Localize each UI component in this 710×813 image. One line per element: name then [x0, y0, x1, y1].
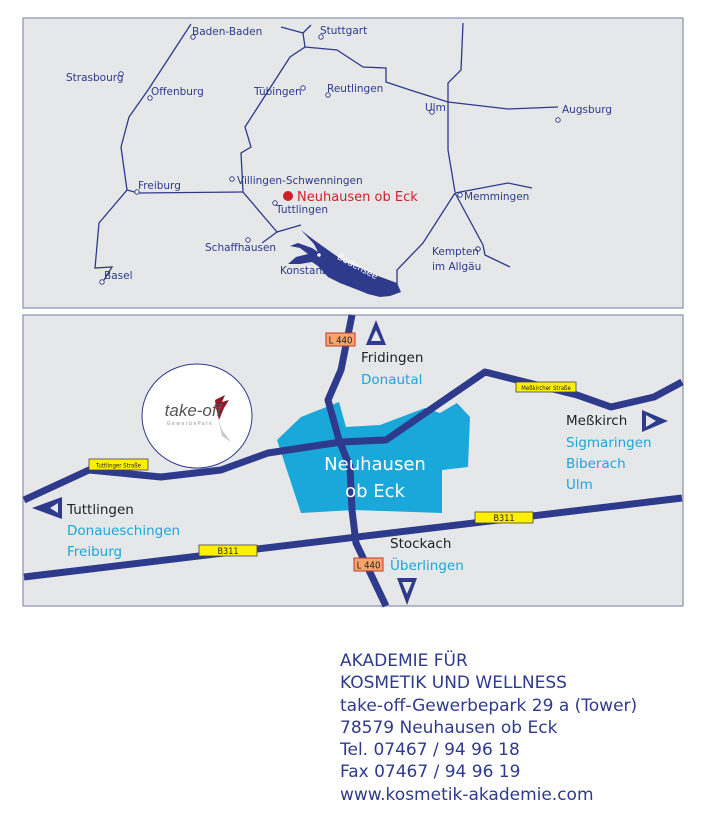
sign-l440-north [325, 332, 356, 347]
neuhausen-label: Neuhausen ob Eck [297, 190, 418, 205]
sign-b311-east-text: B311 [493, 514, 514, 524]
sign-messkircher-text: Meßkircher Straße [521, 385, 571, 392]
city-baden-baden: Baden-Baden [192, 26, 262, 38]
address-line-1: AKADEMIE FÜR [340, 651, 468, 671]
dir-east-secondary: Biberach [566, 456, 626, 472]
dir-west-primary: Tuttlingen [66, 502, 134, 518]
svg-text:GewerbePark: GewerbePark [167, 421, 213, 427]
address-line-2: KOSMETIK UND WELLNESS [340, 673, 567, 694]
city-stuttgart: Stuttgart [320, 25, 367, 37]
sign-l440-south-text: L 440 [357, 561, 381, 572]
sign-b311-west [198, 544, 258, 557]
address-city: 78579 Neuhausen ob Eck [340, 717, 558, 738]
sign-l440-south [353, 557, 384, 572]
sign-b311-east [474, 511, 534, 524]
dir-east-secondary: Ulm [566, 477, 593, 493]
dir-west-secondary: Freiburg [67, 544, 122, 560]
city-konstanz: Konstanz [280, 265, 328, 277]
city-offenburg: Offenburg [151, 86, 204, 98]
city-basel: Basel [104, 270, 133, 282]
dir-south-primary: Stockach [390, 536, 451, 552]
arrow-west-icon [32, 497, 62, 519]
sign-l440-north-text: L 440 [329, 336, 353, 347]
overview-map: Bodensee Baden-Baden Stuttgart Strasbour… [22, 17, 684, 309]
maps: Bodensee Baden-Baden Stuttgart Strasbour… [22, 17, 684, 608]
sign-tuttlinger-text: Tuttlinger Straße [95, 463, 142, 470]
svg-text:take-off: take-off [165, 401, 224, 420]
city-kempten-2: im Allgäu [432, 261, 481, 273]
city-kempten: Kempten [432, 246, 479, 258]
address-block: AKADEMIE FÜR KOSMETIK UND WELLNESS take-… [340, 650, 637, 806]
sign-tuttlinger [88, 458, 149, 471]
detail-roads [22, 314, 684, 608]
city-augsburg: Augsburg [562, 104, 612, 116]
arrow-east-icon [642, 410, 668, 432]
city-strasbourg: Strasbourg [66, 72, 124, 84]
sign-messkircher [515, 381, 577, 393]
neuhausen-marker [283, 191, 293, 201]
dir-east-secondary: Sigmaringen [566, 435, 652, 451]
road-tuttlinger-messkircher [22, 368, 684, 504]
city-tuebingen: Tübingen [253, 86, 302, 98]
sign-b311-west-text: B311 [217, 547, 238, 557]
address-fax: Fax 07467 / 94 96 19 [340, 762, 521, 783]
road-b311 [23, 494, 683, 581]
town-label-2: ob Eck [345, 481, 405, 502]
dir-west-secondary: Donaueschingen [67, 523, 180, 539]
city-ulm: Ulm [425, 102, 446, 114]
city-dots [99, 34, 561, 285]
city-freiburg: Freiburg [138, 180, 181, 192]
address-website-link[interactable]: www.kosmetik-akademie.com [340, 784, 594, 805]
take-off-logo: take-off GewerbePark [141, 363, 253, 469]
city-memmingen: Memmingen [464, 191, 529, 203]
city-tuttlingen: Tuttlingen [275, 204, 328, 216]
town-label-1: Neuhausen [324, 454, 426, 475]
overview-roads [94, 22, 559, 292]
city-schaffhausen: Schaffhausen [205, 242, 276, 254]
detail-map: Neuhausen ob Eck Fridingen Donautal Meßk… [22, 314, 684, 608]
arrow-south-icon [397, 578, 417, 605]
dir-north-primary: Fridingen [361, 350, 423, 366]
dir-east-primary: Meßkirch [566, 413, 627, 429]
address-street: take-off-Gewerbepark 29 a (Tower) [340, 695, 638, 716]
arrow-north-icon [366, 320, 386, 345]
dir-south-secondary: Überlingen [390, 556, 464, 574]
dir-north-secondary: Donautal [361, 372, 422, 388]
bodensee-lake [288, 230, 401, 297]
city-reutlingen: Reutlingen [327, 83, 383, 95]
city-villingen: Villingen-Schwenningen [237, 175, 363, 187]
town-area [277, 402, 470, 513]
address-phone: Tel. 07467 / 94 96 18 [340, 740, 520, 761]
